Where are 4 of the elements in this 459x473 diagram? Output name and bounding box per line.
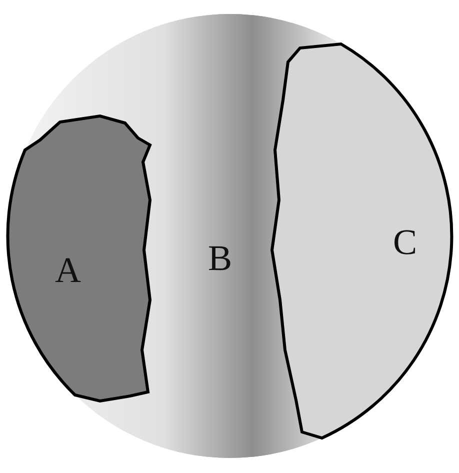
region-label: B bbox=[208, 240, 232, 276]
region-label: A bbox=[55, 252, 81, 288]
region-label: C bbox=[393, 224, 417, 260]
light-region bbox=[268, 40, 454, 442]
